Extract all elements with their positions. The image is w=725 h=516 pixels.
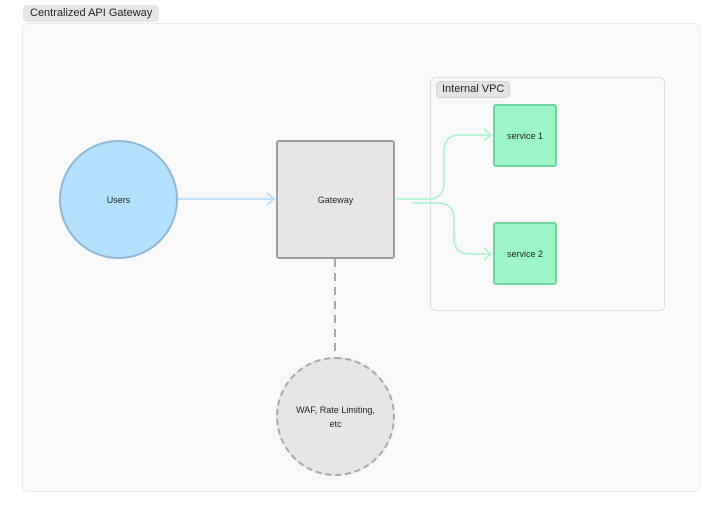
service1-node[interactable]: service 1: [493, 104, 557, 167]
service2-node[interactable]: service 2: [493, 222, 557, 285]
users-label: Users: [106, 194, 131, 205]
users-node[interactable]: Users: [59, 140, 178, 259]
arrowhead-gateway: [266, 192, 276, 206]
vpc-title: Internal VPC: [436, 81, 511, 98]
edge-gateway-service2: [412, 202, 491, 255]
gateway-label: Gateway: [317, 194, 354, 205]
waf-node[interactable]: WAF, Rate Limiting, etc: [276, 357, 395, 476]
gateway-node[interactable]: Gateway: [276, 140, 395, 259]
arrowhead-service1: [483, 128, 493, 142]
service2-label: service 2: [506, 248, 543, 259]
internal-vpc-group: [430, 77, 665, 311]
frame-title: Centralized API Gateway: [23, 5, 160, 22]
service1-label: service 1: [506, 130, 543, 141]
arrowhead-service2: [483, 247, 493, 261]
edge-gateway-service1: [396, 134, 491, 200]
waf-label: WAF, Rate Limiting, etc: [296, 404, 375, 429]
